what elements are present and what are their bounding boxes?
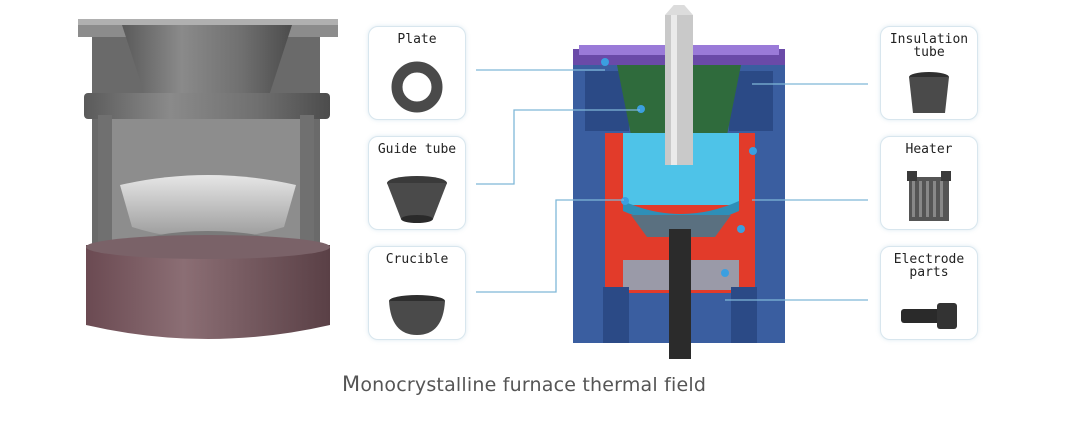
caption-rest: onocrystalline furnace thermal field — [360, 374, 707, 396]
label-plate: Plate — [397, 32, 437, 47]
insulation-tube-icon — [909, 72, 949, 113]
section-electrode-shaft — [669, 229, 691, 359]
label-insulation-tube: Insulation tube — [889, 32, 969, 60]
render-crucible — [120, 175, 296, 239]
render-guide-cone — [122, 25, 292, 105]
card-heater: Heater — [880, 136, 978, 230]
cross-section-diagram — [573, 5, 785, 359]
card-crucible: Crucible — [368, 246, 466, 340]
heater-icon — [907, 171, 951, 221]
label-heater: Heater — [905, 142, 953, 157]
label-crucible: Crucible — [385, 252, 449, 267]
crucible-icon — [389, 295, 445, 335]
electrode-bolt-icon — [901, 303, 957, 329]
figure-caption: Monocrystalline furnace thermal field — [342, 372, 706, 396]
label-guide-tube: Guide tube — [377, 142, 457, 157]
section-seed-rod — [665, 15, 693, 165]
card-insulation-tube: Insulation tube — [880, 26, 978, 120]
render-base — [86, 245, 330, 339]
thermal-field-render — [78, 19, 338, 339]
label-electrode-parts: Electrode parts — [893, 252, 965, 280]
card-guide-tube: Guide tube — [368, 136, 466, 230]
render-middle-ring — [84, 93, 330, 119]
card-electrode-parts: Electrode parts — [880, 246, 978, 340]
caption-first-letter: M — [342, 372, 361, 396]
plate-icon — [391, 61, 443, 113]
guide-tube-icon — [387, 176, 447, 223]
card-plate: Plate — [368, 26, 466, 120]
